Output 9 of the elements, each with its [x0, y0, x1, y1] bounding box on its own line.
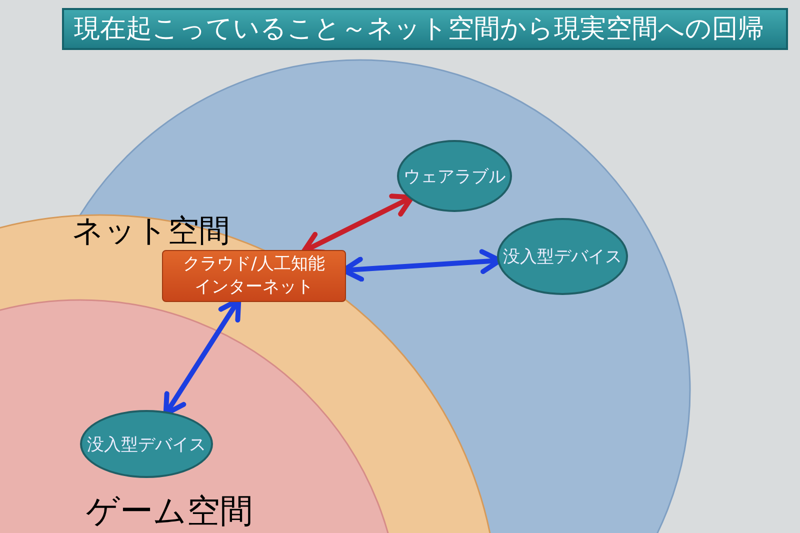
box-text: クラウド/人工知能	[183, 253, 325, 276]
box-text: インターネット	[194, 276, 314, 299]
region-heading: ネット空間	[72, 214, 230, 250]
process-box	[162, 250, 346, 302]
title-banner: 現在起こっていること～ネット空間から現実空間への回帰	[62, 8, 788, 50]
region-heading: ゲーム空間	[86, 492, 253, 530]
node-label: ウェアラブル	[404, 166, 506, 188]
node-label: 没入型デバイス	[503, 246, 622, 268]
node-label: 没入型デバイス	[87, 434, 206, 456]
